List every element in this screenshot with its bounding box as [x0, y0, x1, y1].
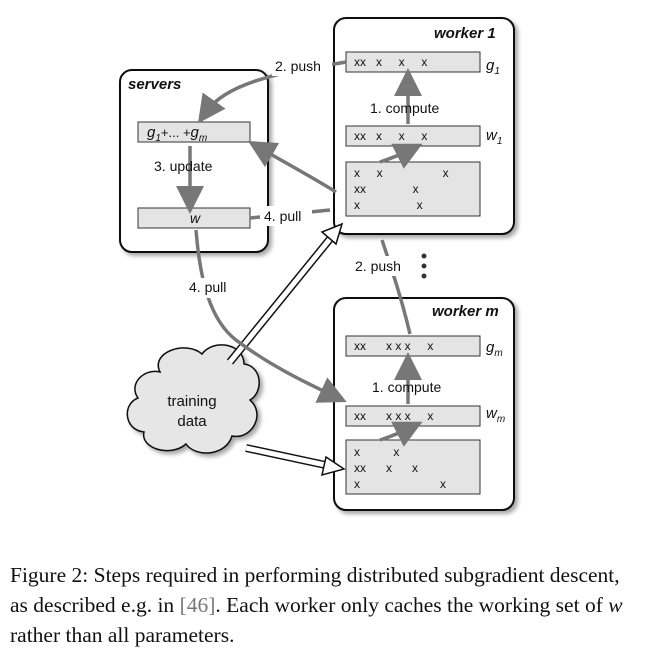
- worker-m-w-label: wm: [486, 405, 505, 425]
- worker-1-box: worker 1 xx x x x g1 xx x x x w1 x x x x…: [333, 17, 515, 235]
- gradient-sum-label: g1+... +gm: [147, 124, 207, 144]
- worker-1-title: worker 1: [434, 25, 496, 42]
- pull-arrow-worker-m: [194, 229, 347, 403]
- ellipsis-dots: [421, 253, 427, 279]
- push-label-worker-m: 2. push: [355, 258, 401, 274]
- data-to-w1-arrow: [379, 143, 423, 169]
- worker-1-w-label: w1: [486, 127, 502, 147]
- worker-1-data-row: x x x: [354, 166, 449, 180]
- training-data-line1: training: [167, 393, 216, 410]
- worker-m-data-row: xx x x: [354, 461, 418, 475]
- worker-1-data-row: xx x: [354, 182, 419, 196]
- worker-m-g-row: xx x x x x: [354, 339, 433, 353]
- worker-m-title: worker m: [432, 303, 499, 320]
- worker-m-box: worker m xx x x x x gm xx x x x x wm x x…: [333, 297, 515, 511]
- push-label-worker-1: 2. push: [275, 58, 321, 74]
- compute-label-worker-1: 1. compute: [370, 100, 439, 116]
- data-to-wm-arrow: [379, 421, 423, 447]
- worker-1-g-label: g1: [486, 57, 500, 77]
- servers-box: servers g1+... +gm w: [119, 69, 269, 253]
- distributed-subgradient-diagram: servers g1+... +gm w worker 1 xx x x x g…: [119, 17, 515, 511]
- worker-1-to-server-arrow: [247, 140, 337, 194]
- server-w-label: w: [190, 210, 201, 226]
- figure-caption: Figure 2: Steps required in performing d…: [10, 563, 623, 647]
- servers-title: servers: [128, 76, 181, 93]
- worker-1-data-row: x x: [354, 198, 423, 212]
- training-data-line2: data: [177, 413, 207, 430]
- worker-1-g-row: xx x x x: [354, 55, 427, 69]
- citation-link[interactable]: [46]: [179, 593, 216, 617]
- worker-m-g-label: gm: [486, 339, 503, 359]
- pull-label-worker-1: 4. pull: [264, 208, 301, 224]
- training-data-cloud: training data: [126, 344, 260, 454]
- compute-label-worker-m: 1. compute: [372, 379, 441, 395]
- worker-m-w-row: xx x x x x: [354, 409, 433, 423]
- data-arrow-to-worker-m: [245, 444, 346, 477]
- push-arrow-worker-m: [380, 239, 412, 335]
- worker-m-data-row: x x: [354, 445, 399, 459]
- pull-label-worker-m: 4. pull: [189, 279, 226, 295]
- worker-m-data-row: x x: [354, 477, 446, 491]
- data-arrow-to-worker-1: [226, 222, 344, 365]
- worker-1-w-row: xx x x x: [354, 129, 427, 143]
- update-label: 3. update: [154, 158, 213, 174]
